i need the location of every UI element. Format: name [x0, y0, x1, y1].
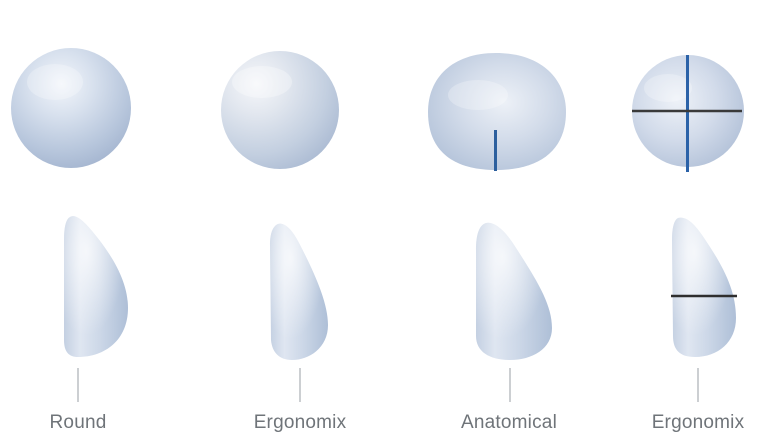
label-anatomical: Anatomical: [461, 412, 557, 433]
label-round: Round: [49, 412, 107, 433]
orientation-marker: [494, 130, 497, 171]
round-implant-side-view: [64, 216, 128, 357]
label-ergonomix-marked: Ergonomix: [651, 412, 745, 433]
anatomical-implant-side-view: [476, 222, 552, 360]
ergonomix-implant-front-view: [221, 51, 339, 169]
anatomical-implant-front-view: [428, 53, 566, 171]
ergonomix-implant-side-view: [270, 223, 328, 360]
round-implant-front-view: [11, 48, 131, 168]
vertical-orientation-line: [686, 55, 689, 172]
label-ergonomix: Ergonomix: [253, 412, 347, 433]
ergonomix-implant-front-view-marked: [632, 55, 744, 172]
ergonomix-implant-side-view-marked: [671, 217, 737, 357]
